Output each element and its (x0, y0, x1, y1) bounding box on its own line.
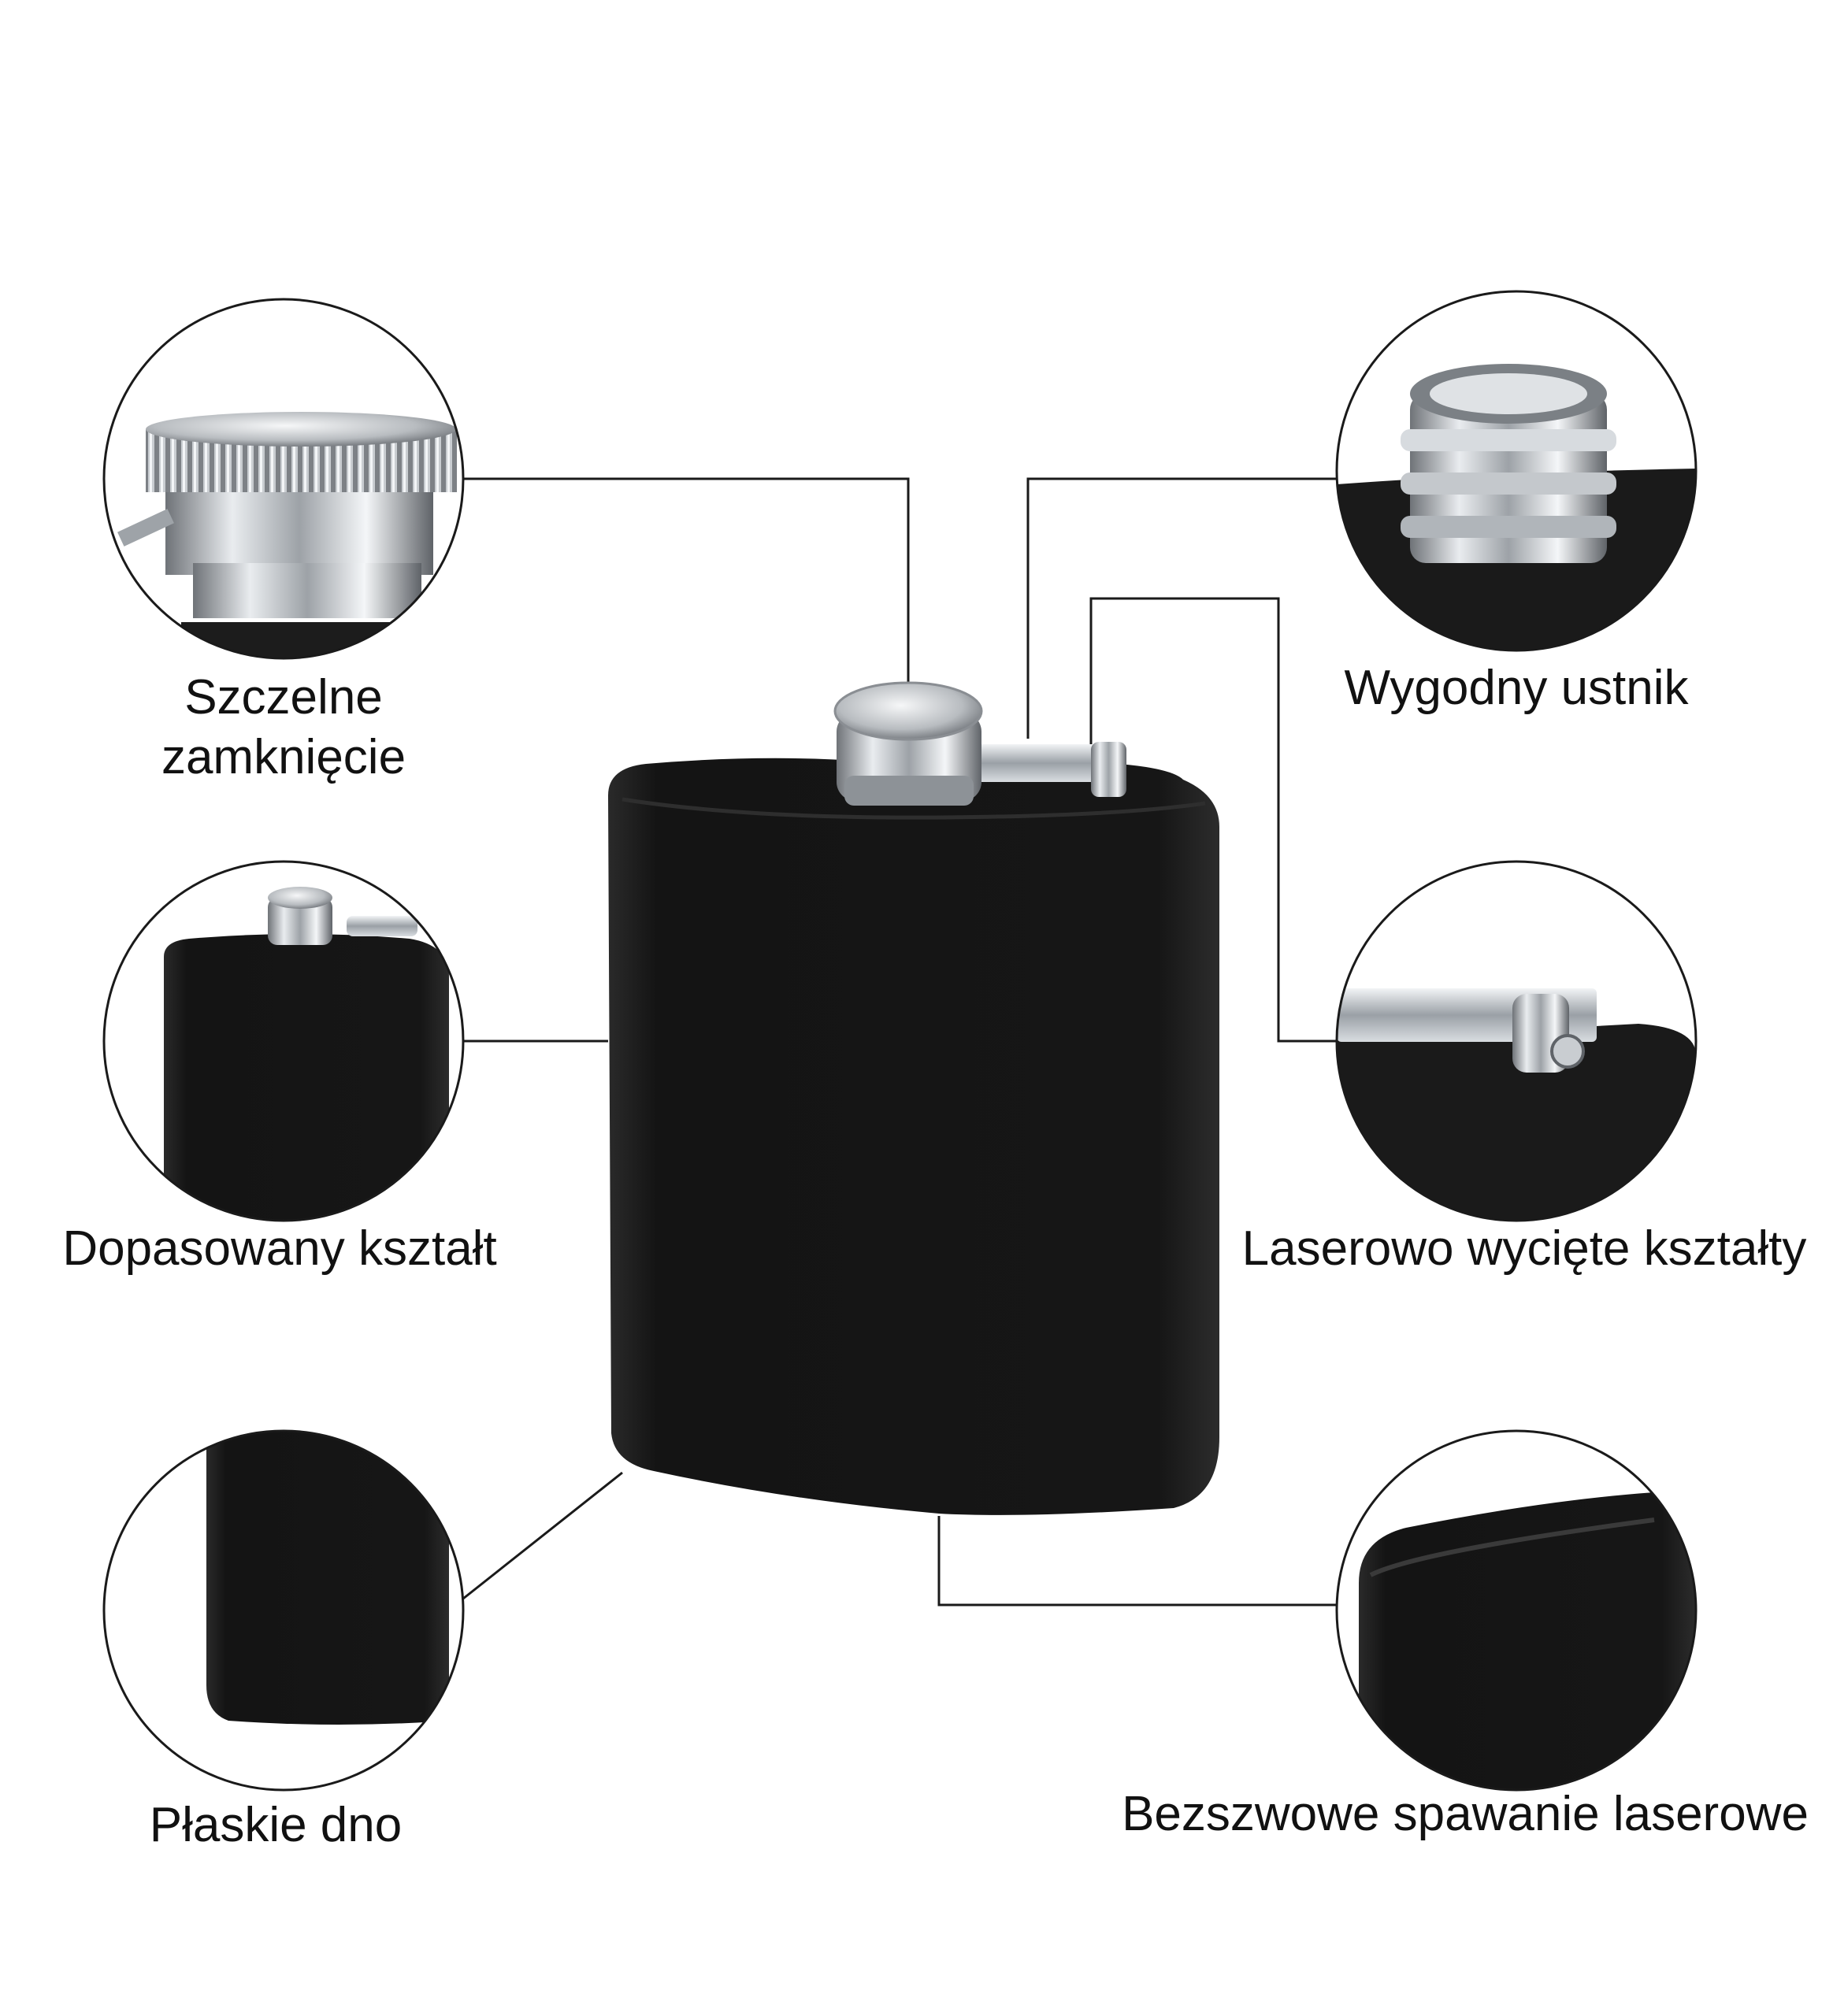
caption-laser-cut: Laserowo wycięte kształty (1241, 1221, 1807, 1276)
caption-seal: Szczelne zamknięcie (126, 668, 441, 788)
detail-bottom (102, 1429, 465, 1792)
callout-line-seal (463, 477, 910, 740)
caption-seal-line2: zamknięcie (161, 730, 406, 784)
callout-line-laser-cut (1089, 597, 1337, 1043)
callout-line-mouth (1026, 477, 1337, 739)
detail-laser-cut (1335, 860, 1698, 1222)
detail-mouth (1335, 290, 1698, 652)
caption-welding: Bezszwowe spawanie laserowe (1122, 1787, 1809, 1841)
callout-line-welding (937, 1516, 1337, 1606)
detail-shape (102, 860, 465, 1222)
flask-body (608, 758, 1219, 1515)
caption-shape: Dopasowany kształt (62, 1221, 497, 1276)
caption-mouth: Wygodny ustnik (1344, 661, 1689, 715)
callout-lines (462, 477, 1337, 1606)
caption-bottom: Płaskie dno (149, 1798, 403, 1852)
hip-flask-icon (608, 681, 1219, 1515)
caption-seal-line1: Szczelne (184, 670, 383, 724)
detail-seal (102, 298, 465, 660)
callout-line-bottom (462, 1471, 623, 1600)
detail-welding (1335, 1429, 1698, 1792)
hinge-arm (949, 744, 1119, 782)
